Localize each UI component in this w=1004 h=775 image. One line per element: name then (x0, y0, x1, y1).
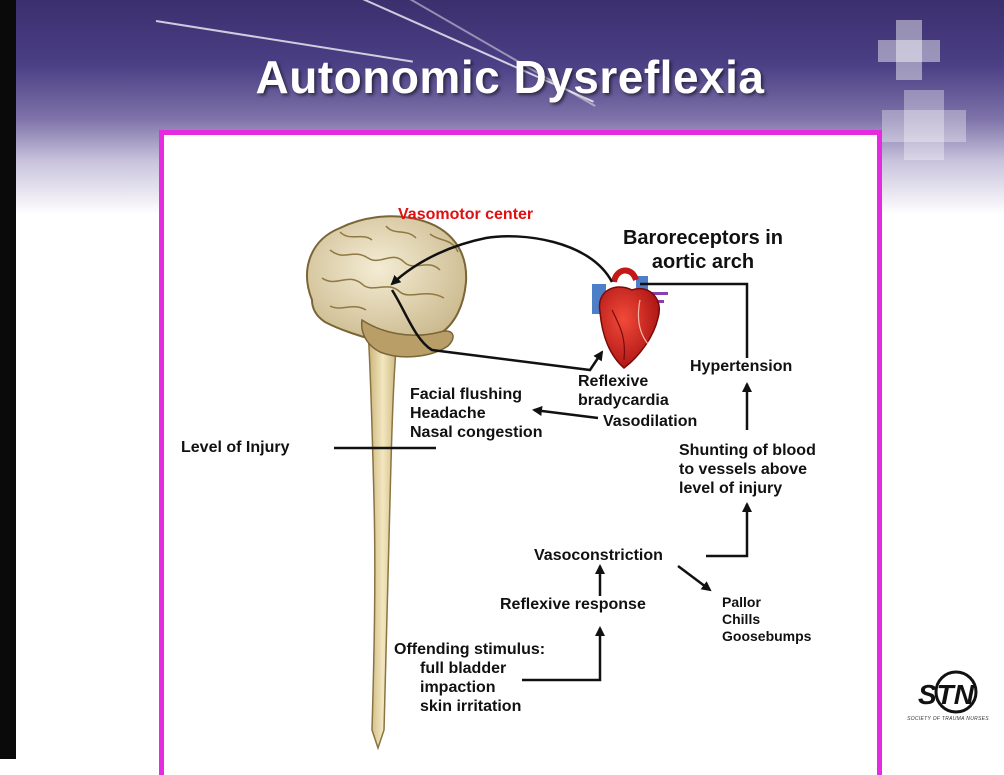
symptom-nasal-congestion: Nasal congestion (410, 423, 542, 442)
label-baroreceptors: Baroreceptors in aortic arch (590, 226, 816, 274)
arrow-vasoconstriction-to-pallor (678, 566, 710, 590)
stn-logo-text: STN (918, 679, 975, 710)
label-reflexive-bradycardia: Reflexive bradycardia (578, 372, 669, 410)
brain-illustration (307, 216, 466, 357)
label-level-of-injury: Level of Injury (181, 438, 289, 457)
label-shunting: Shunting of blood to vessels above level… (679, 441, 816, 498)
label-reflexive-bradycardia-line1: Reflexive (578, 372, 669, 391)
symptom-goosebumps: Goosebumps (722, 628, 811, 645)
stimulus-skin-irritation: skin irritation (394, 697, 545, 716)
symptom-facial-flushing: Facial flushing (410, 385, 542, 404)
stn-logo-caption: SOCIETY OF TRAUMA NURSES (903, 716, 993, 722)
arrow-vasodilation-to-symptoms (534, 410, 598, 418)
label-vasodilation: Vasodilation (603, 412, 697, 431)
label-baroreceptors-line2: aortic arch (590, 250, 816, 274)
symptom-pallor: Pallor (722, 594, 811, 611)
label-shunting-line2: to vessels above (679, 460, 816, 479)
label-shunting-line1: Shunting of blood (679, 441, 816, 460)
label-vasoconstriction: Vasoconstriction (534, 546, 663, 565)
stimulus-full-bladder: full bladder (394, 659, 545, 678)
arrow-vasoconstriction-to-shunting (706, 504, 747, 556)
symptom-chills: Chills (722, 611, 811, 628)
label-vasomotor-center: Vasomotor center (398, 205, 533, 224)
symptom-headache: Headache (410, 404, 542, 423)
label-reflexive-response: Reflexive response (500, 595, 646, 614)
label-shunting-line3: level of injury (679, 479, 816, 498)
symptoms-below-list: Pallor Chills Goosebumps (722, 594, 811, 645)
label-reflexive-bradycardia-line2: bradycardia (578, 391, 669, 410)
label-baroreceptors-line1: Baroreceptors in (590, 226, 816, 250)
label-offending-stimulus: Offending stimulus: full bladder impacti… (394, 640, 545, 716)
label-hypertension: Hypertension (690, 357, 792, 376)
symptoms-above-list: Facial flushing Headache Nasal congestio… (410, 385, 542, 442)
label-offending-stimulus-heading: Offending stimulus: (394, 640, 545, 659)
stimulus-impaction: impaction (394, 678, 545, 697)
